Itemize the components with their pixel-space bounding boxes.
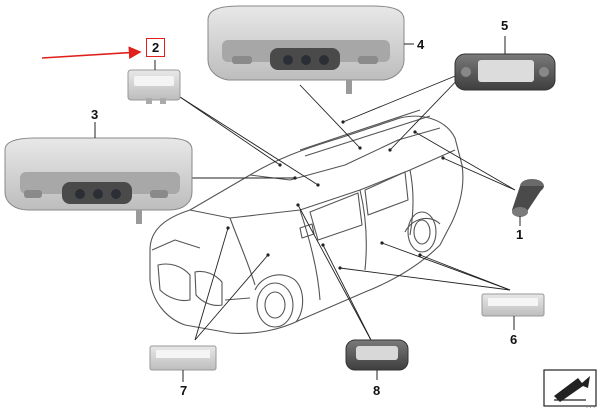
part-1-bulb-socket: [512, 179, 544, 226]
part-8-dark-light: [345, 339, 409, 380]
part-2-clip-light: [41, 46, 181, 104]
leader-dots: [226, 120, 445, 270]
part-7-footwell-light: [149, 345, 217, 382]
leader-lines: [179, 71, 516, 343]
part-5-reading-light: [454, 36, 556, 91]
callout-7: 7: [180, 383, 188, 398]
callout-2: 2: [146, 38, 166, 57]
car-outline: [149, 109, 464, 334]
part-3-overhead-console: [4, 122, 193, 224]
callout-5: 5: [501, 18, 509, 33]
callout-3: 3: [91, 107, 99, 122]
callout-8: 8: [373, 383, 381, 398]
part-6-footwell-light: [481, 293, 545, 330]
callout-1: 1: [516, 227, 524, 242]
callout-4: 4: [417, 37, 425, 52]
callout-6: 6: [510, 332, 518, 347]
part-4-overhead-console: [207, 5, 414, 94]
reference-code: ...: [585, 403, 596, 410]
corner-arrow-icon: [543, 369, 597, 407]
